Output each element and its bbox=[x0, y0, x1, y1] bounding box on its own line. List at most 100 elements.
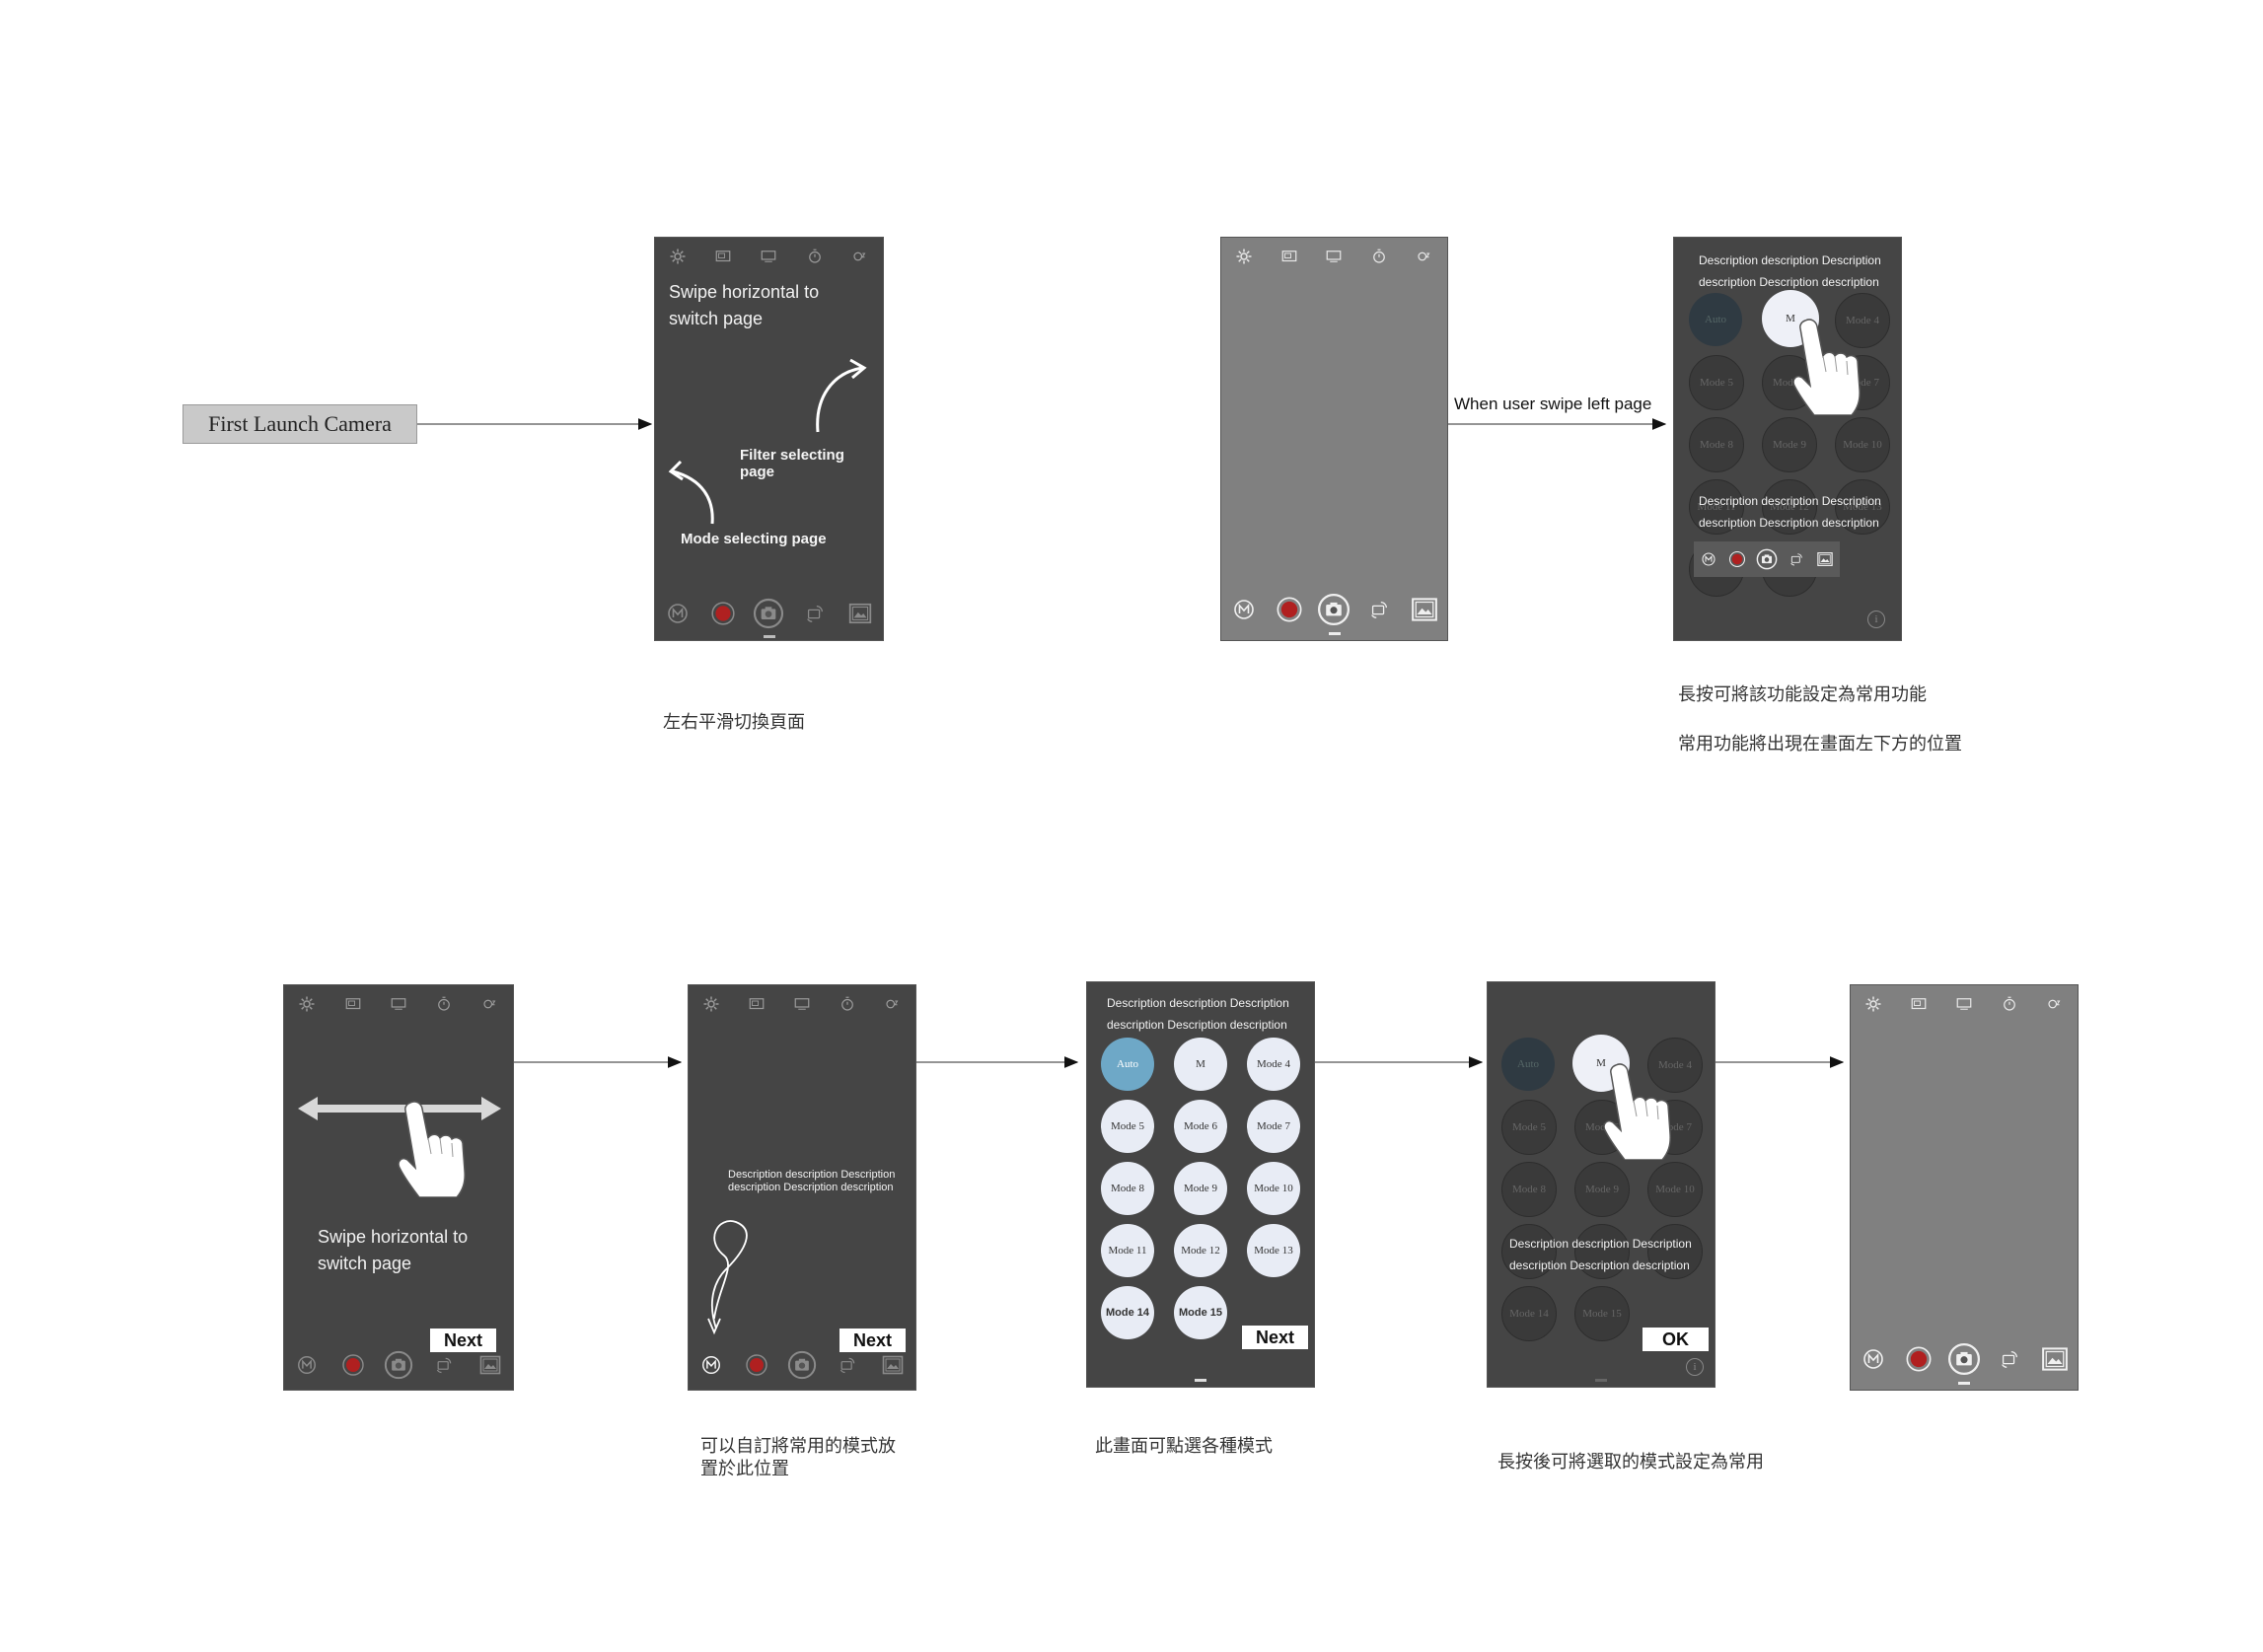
aspect-ratio-icon[interactable] bbox=[712, 246, 734, 267]
aspect-ratio-icon[interactable] bbox=[1908, 993, 1930, 1015]
switch-camera-icon[interactable] bbox=[427, 1348, 461, 1382]
mode-button[interactable]: Mode 8 bbox=[1501, 1162, 1557, 1217]
gear-icon[interactable] bbox=[700, 993, 722, 1015]
mode-button[interactable] bbox=[1501, 1224, 1557, 1279]
next-button[interactable]: Next bbox=[1242, 1326, 1308, 1349]
next-button[interactable]: Next bbox=[840, 1329, 906, 1352]
mode-button[interactable]: Mode 13 bbox=[1247, 1224, 1300, 1277]
resolution-icon[interactable] bbox=[1323, 246, 1345, 267]
mode-button[interactable]: Mode 9 bbox=[1762, 417, 1817, 472]
top-toolbar bbox=[655, 244, 883, 269]
mode-button[interactable]: Auto bbox=[1689, 293, 1742, 346]
mode-button[interactable]: Mode 4 bbox=[1247, 1038, 1300, 1091]
shutter-camera-icon[interactable] bbox=[1317, 593, 1350, 626]
hdr-icon[interactable] bbox=[1414, 246, 1435, 267]
screen4-swipe-tutorial: Swipe horizontal to switch page Next bbox=[283, 984, 514, 1391]
timer-icon[interactable] bbox=[837, 993, 858, 1015]
mode-m-icon[interactable] bbox=[290, 1348, 324, 1382]
switch-camera-icon[interactable] bbox=[831, 1348, 864, 1382]
mode-button[interactable]: Mode 8 bbox=[1689, 417, 1744, 472]
mode-button[interactable] bbox=[1574, 1224, 1630, 1279]
mode-button[interactable]: Mode 4 bbox=[1647, 1038, 1703, 1093]
mode-m-icon[interactable] bbox=[1227, 593, 1261, 626]
mode-button[interactable]: Mode 7 bbox=[1247, 1100, 1300, 1153]
gallery-icon[interactable] bbox=[843, 597, 877, 630]
resolution-icon[interactable] bbox=[1953, 993, 1975, 1015]
mode-m-icon[interactable] bbox=[661, 597, 694, 630]
gallery-icon[interactable] bbox=[876, 1348, 910, 1382]
next-button[interactable]: Next bbox=[430, 1329, 496, 1352]
mode-m-icon[interactable] bbox=[694, 1348, 728, 1382]
resolution-icon[interactable] bbox=[791, 993, 813, 1015]
mode-button[interactable]: Mode 5 bbox=[1101, 1100, 1154, 1153]
switch-camera-icon[interactable] bbox=[1362, 593, 1396, 626]
shutter-camera-icon[interactable] bbox=[752, 597, 785, 630]
mode-button[interactable]: Mode 9 bbox=[1574, 1162, 1630, 1217]
timer-icon[interactable] bbox=[1368, 246, 1390, 267]
mode-button[interactable]: Mode 14 bbox=[1101, 1286, 1154, 1339]
mode-button[interactable]: Mode 10 bbox=[1647, 1162, 1703, 1217]
mode-button[interactable]: Mode 15 bbox=[1574, 1286, 1630, 1341]
switch-camera-icon[interactable] bbox=[1993, 1342, 2026, 1376]
aspect-ratio-icon[interactable] bbox=[746, 993, 767, 1015]
shutter-camera-icon[interactable] bbox=[382, 1348, 415, 1382]
hdr-icon[interactable] bbox=[882, 993, 904, 1015]
mode-button[interactable]: Auto bbox=[1501, 1038, 1555, 1091]
filter-arrow-icon bbox=[816, 358, 867, 433]
mode-button[interactable]: Mode 10 bbox=[1835, 417, 1890, 472]
mode-button[interactable]: Mode 9 bbox=[1174, 1162, 1227, 1215]
mode-button[interactable]: M bbox=[1174, 1038, 1227, 1091]
favorite-mode-icon[interactable] bbox=[1699, 549, 1718, 569]
mode-button[interactable]: Mode 6 bbox=[1174, 1100, 1227, 1153]
mode-button[interactable]: Mode 5 bbox=[1689, 355, 1744, 410]
mode-button-auto[interactable]: Auto bbox=[1101, 1038, 1154, 1091]
gallery-icon[interactable] bbox=[2038, 1342, 2072, 1376]
gear-icon[interactable] bbox=[296, 993, 318, 1015]
aspect-ratio-icon[interactable] bbox=[342, 993, 364, 1015]
info-icon[interactable]: i bbox=[1686, 1358, 1704, 1376]
hdr-icon[interactable] bbox=[849, 246, 871, 267]
info-icon[interactable]: i bbox=[1867, 611, 1885, 628]
shutter-camera-icon[interactable] bbox=[785, 1348, 819, 1382]
mode-button[interactable]: Mode 12 bbox=[1762, 479, 1817, 535]
mode-button[interactable]: Mode 11 bbox=[1689, 479, 1744, 535]
hdr-icon[interactable] bbox=[479, 993, 501, 1015]
mode-m-icon[interactable] bbox=[1857, 1342, 1890, 1376]
mode-button[interactable]: Mode 5 bbox=[1501, 1100, 1557, 1155]
switch-camera-icon[interactable] bbox=[1787, 549, 1806, 569]
mode-button[interactable]: Mode 14 bbox=[1501, 1286, 1557, 1341]
resolution-icon[interactable] bbox=[758, 246, 779, 267]
switch-camera-icon[interactable] bbox=[798, 597, 832, 630]
mode-button[interactable]: Mode 13 bbox=[1835, 479, 1890, 535]
gear-icon[interactable] bbox=[1862, 993, 1884, 1015]
aspect-ratio-icon[interactable] bbox=[1278, 246, 1300, 267]
gallery-icon[interactable] bbox=[1815, 549, 1835, 569]
loop-arrow-icon bbox=[707, 1220, 748, 1335]
hdr-icon[interactable] bbox=[2044, 993, 2066, 1015]
gallery-icon[interactable] bbox=[1408, 593, 1441, 626]
record-icon[interactable] bbox=[740, 1348, 773, 1382]
record-icon[interactable] bbox=[1902, 1342, 1935, 1376]
mode-button[interactable]: Mode 4 bbox=[1835, 293, 1890, 348]
ok-button[interactable]: OK bbox=[1642, 1328, 1709, 1351]
resolution-icon[interactable] bbox=[388, 993, 409, 1015]
mode-button[interactable]: Mode 10 bbox=[1247, 1162, 1300, 1215]
mode-button[interactable]: Mode 11 bbox=[1101, 1224, 1154, 1277]
timer-icon[interactable] bbox=[804, 246, 826, 267]
gear-icon[interactable] bbox=[1233, 246, 1255, 267]
timer-icon[interactable] bbox=[1999, 993, 2020, 1015]
record-icon[interactable] bbox=[336, 1348, 370, 1382]
shutter-camera-icon[interactable] bbox=[1756, 548, 1778, 570]
gallery-icon[interactable] bbox=[474, 1348, 507, 1382]
record-icon[interactable] bbox=[1727, 549, 1747, 569]
pointing-hand-icon bbox=[1788, 317, 1866, 415]
record-icon[interactable] bbox=[706, 597, 740, 630]
mode-button[interactable]: Mode 12 bbox=[1174, 1224, 1227, 1277]
mode-button[interactable] bbox=[1647, 1224, 1703, 1279]
timer-icon[interactable] bbox=[433, 993, 455, 1015]
record-icon[interactable] bbox=[1273, 593, 1306, 626]
shutter-camera-icon[interactable] bbox=[1947, 1342, 1981, 1376]
mode-button[interactable]: Mode 8 bbox=[1101, 1162, 1154, 1215]
gear-icon[interactable] bbox=[667, 246, 689, 267]
mode-button[interactable]: Mode 15 bbox=[1174, 1286, 1227, 1339]
